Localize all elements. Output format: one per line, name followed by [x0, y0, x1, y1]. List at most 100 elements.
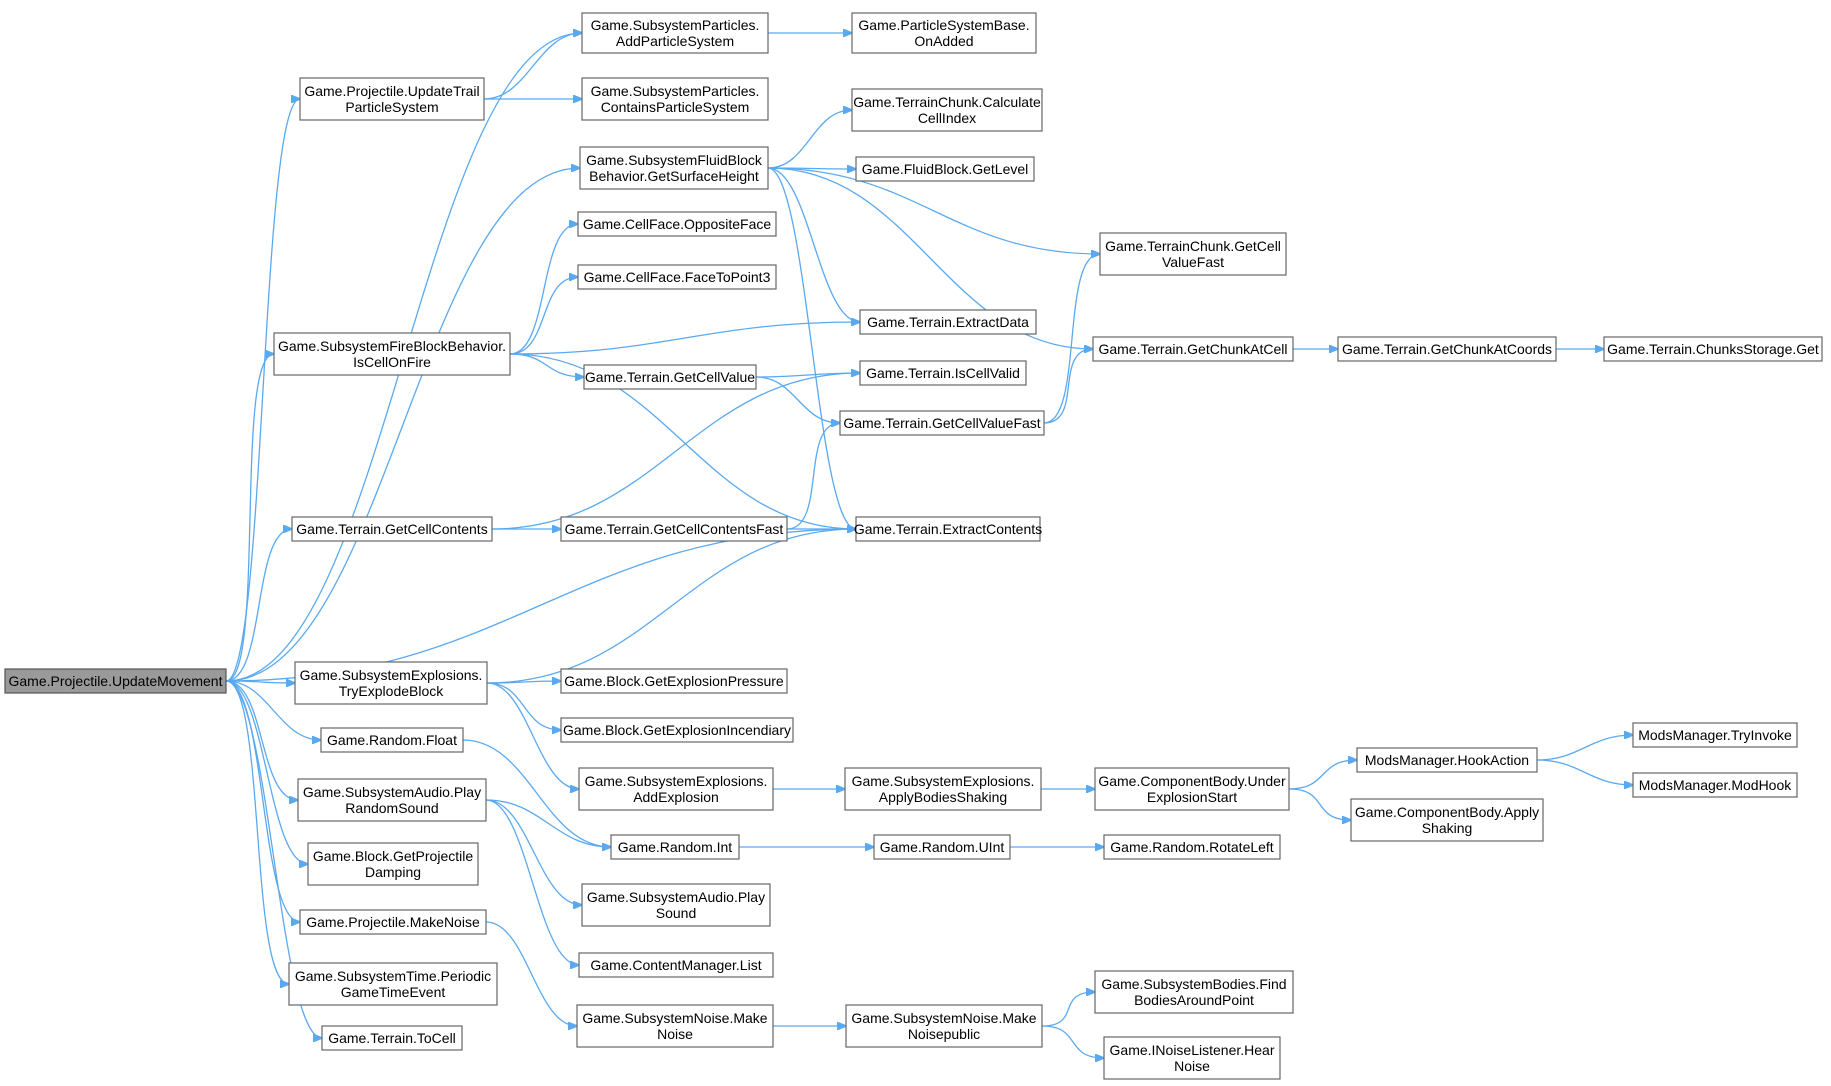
node-tryinvoke[interactable]: ModsManager.TryInvoke: [1632, 722, 1798, 748]
node-box: [1094, 970, 1294, 1014]
node-tryexplode[interactable]: Game.SubsystemExplosions.TryExplodeBlock: [294, 661, 488, 705]
node-fluidsurf[interactable]: Game.SubsystemFluidBlockBehavior.GetSurf…: [579, 146, 769, 190]
node-makenoise[interactable]: Game.Projectile.MakeNoise: [299, 909, 487, 935]
edge-noisepublic-to-hearnoise: [1041, 1025, 1104, 1058]
node-label: Noise: [1174, 1058, 1210, 1074]
node-addps[interactable]: Game.SubsystemParticles.AddParticleSyste…: [581, 12, 769, 54]
node-label: OnAdded: [914, 33, 973, 49]
node-containsps[interactable]: Game.SubsystemParticles.ContainsParticle…: [581, 77, 769, 121]
node-label: Game.Terrain.GetCellContents: [296, 521, 487, 537]
node-root[interactable]: Game.Projectile.UpdateMovement: [4, 668, 227, 694]
node-label: ValueFast: [1162, 254, 1224, 270]
node-box: [291, 516, 493, 542]
node-chunkgetfast[interactable]: Game.TerrainChunk.GetCellValueFast: [1099, 232, 1287, 276]
node-label: Game.TerrainChunk.GetCell: [1105, 238, 1281, 254]
node-toCell[interactable]: Game.Terrain.ToCell: [321, 1025, 463, 1051]
node-randuint[interactable]: Game.Random.UInt: [873, 834, 1011, 860]
node-box: [297, 778, 487, 822]
node-extractdata[interactable]: Game.Terrain.ExtractData: [859, 309, 1037, 335]
node-box: [859, 309, 1037, 335]
node-getcellcontents[interactable]: Game.Terrain.GetCellContents: [291, 516, 493, 542]
node-updtrail[interactable]: Game.Projectile.UpdateTrailParticleSyste…: [299, 77, 485, 121]
edge-root-to-projdamp: [225, 680, 308, 864]
edge-root-to-tryexplode: [225, 681, 295, 683]
edge-updtrail-to-addps: [483, 33, 582, 100]
node-label: Game.TerrainChunk.Calculate: [853, 94, 1041, 110]
node-cmlist[interactable]: Game.ContentManager.List: [578, 952, 774, 978]
node-box: [577, 211, 777, 237]
node-box: [288, 962, 498, 1006]
edge-playrandom-to-cmlist: [485, 799, 579, 965]
node-label: Game.SubsystemExplosions.: [852, 773, 1035, 789]
node-iscellvalid[interactable]: Game.Terrain.IsCellValid: [859, 360, 1027, 386]
node-label: IsCellOnFire: [353, 354, 431, 370]
edge-fluidsurf-to-getchunkcell: [767, 167, 1093, 349]
node-getlevel[interactable]: Game.FluidBlock.GetLevel: [855, 156, 1035, 182]
node-label: Game.Random.Int: [618, 839, 732, 855]
node-modhook[interactable]: ModsManager.ModHook: [1632, 772, 1798, 798]
node-getchunkcell[interactable]: Game.Terrain.GetChunkAtCell: [1092, 336, 1294, 362]
node-box: [855, 516, 1041, 542]
node-getcellcontentsfast[interactable]: Game.Terrain.GetCellContentsFast: [560, 516, 788, 542]
node-chunksget[interactable]: Game.Terrain.ChunksStorage.Get: [1603, 336, 1823, 362]
node-box: [1603, 336, 1823, 362]
node-label: Game.Random.Float: [327, 732, 457, 748]
node-box: [273, 332, 511, 376]
node-opposite[interactable]: Game.CellFace.OppositeFace: [577, 211, 777, 237]
node-facetopt[interactable]: Game.CellFace.FaceToPoint3: [577, 264, 777, 290]
node-expincend[interactable]: Game.Block.GetExplosionIncendiary: [560, 717, 794, 743]
node-exppressure[interactable]: Game.Block.GetExplosionPressure: [560, 668, 788, 694]
edge-oncellfire-to-facetopt: [509, 277, 578, 355]
node-label: Game.SubsystemFireBlockBehavior.: [278, 338, 506, 354]
node-oncellfire[interactable]: Game.SubsystemFireBlockBehavior.IsCellOn…: [273, 332, 511, 376]
node-label: Game.SubsystemExplosions.: [300, 667, 483, 683]
edge-root-to-updtrail: [225, 99, 300, 682]
node-label: Game.SubsystemFluidBlock: [586, 152, 763, 168]
node-box: [1337, 336, 1557, 362]
edge-getcellcontentsfast-to-getcellvaluefast: [786, 423, 840, 530]
node-onadded[interactable]: Game.ParticleSystemBase.OnAdded: [851, 12, 1037, 54]
node-box: [1103, 1036, 1281, 1080]
node-randint[interactable]: Game.Random.Int: [610, 834, 740, 860]
edge-fluidsurf-to-extractdata: [767, 167, 860, 322]
node-box: [299, 77, 485, 121]
node-getcellvaluefast[interactable]: Game.Terrain.GetCellValueFast: [839, 410, 1045, 436]
edge-root-to-makenoise: [225, 680, 300, 922]
node-applyshaking[interactable]: Game.SubsystemExplosions.ApplyBodiesShak…: [844, 767, 1042, 811]
edge-getcellvaluefast-to-chunkgetfast: [1043, 254, 1100, 424]
node-getchunkcoords[interactable]: Game.Terrain.GetChunkAtCoords: [1337, 336, 1557, 362]
edge-root-to-playrandom: [225, 680, 298, 800]
node-box: [845, 1004, 1043, 1048]
node-label: Game.Random.UInt: [880, 839, 1005, 855]
node-findbodies[interactable]: Game.SubsystemBodies.FindBodiesAroundPoi…: [1094, 970, 1294, 1014]
node-label: Game.SubsystemParticles.: [591, 83, 760, 99]
edge-fluidsurf-to-chunkgetfast: [767, 167, 1100, 254]
edge-hookaction-to-tryinvoke: [1536, 735, 1633, 761]
node-box: [610, 834, 740, 860]
node-box: [560, 668, 788, 694]
node-box: [583, 364, 757, 390]
node-box: [1350, 798, 1544, 842]
node-label: ModsManager.HookAction: [1365, 752, 1529, 768]
node-randfloat[interactable]: Game.Random.Float: [320, 727, 464, 753]
node-extractcontents[interactable]: Game.Terrain.ExtractContents: [854, 516, 1042, 542]
node-hookaction[interactable]: ModsManager.HookAction: [1356, 747, 1538, 773]
node-getcellvalue[interactable]: Game.Terrain.GetCellValue: [583, 364, 757, 390]
node-addexplosion[interactable]: Game.SubsystemExplosions.AddExplosion: [578, 767, 774, 811]
node-box: [855, 156, 1035, 182]
node-noisemake[interactable]: Game.SubsystemNoise.MakeNoise: [576, 1004, 774, 1048]
node-box: [299, 909, 487, 935]
node-rotleft[interactable]: Game.Random.RotateLeft: [1103, 834, 1281, 860]
node-box: [4, 668, 227, 694]
node-box: [294, 661, 488, 705]
